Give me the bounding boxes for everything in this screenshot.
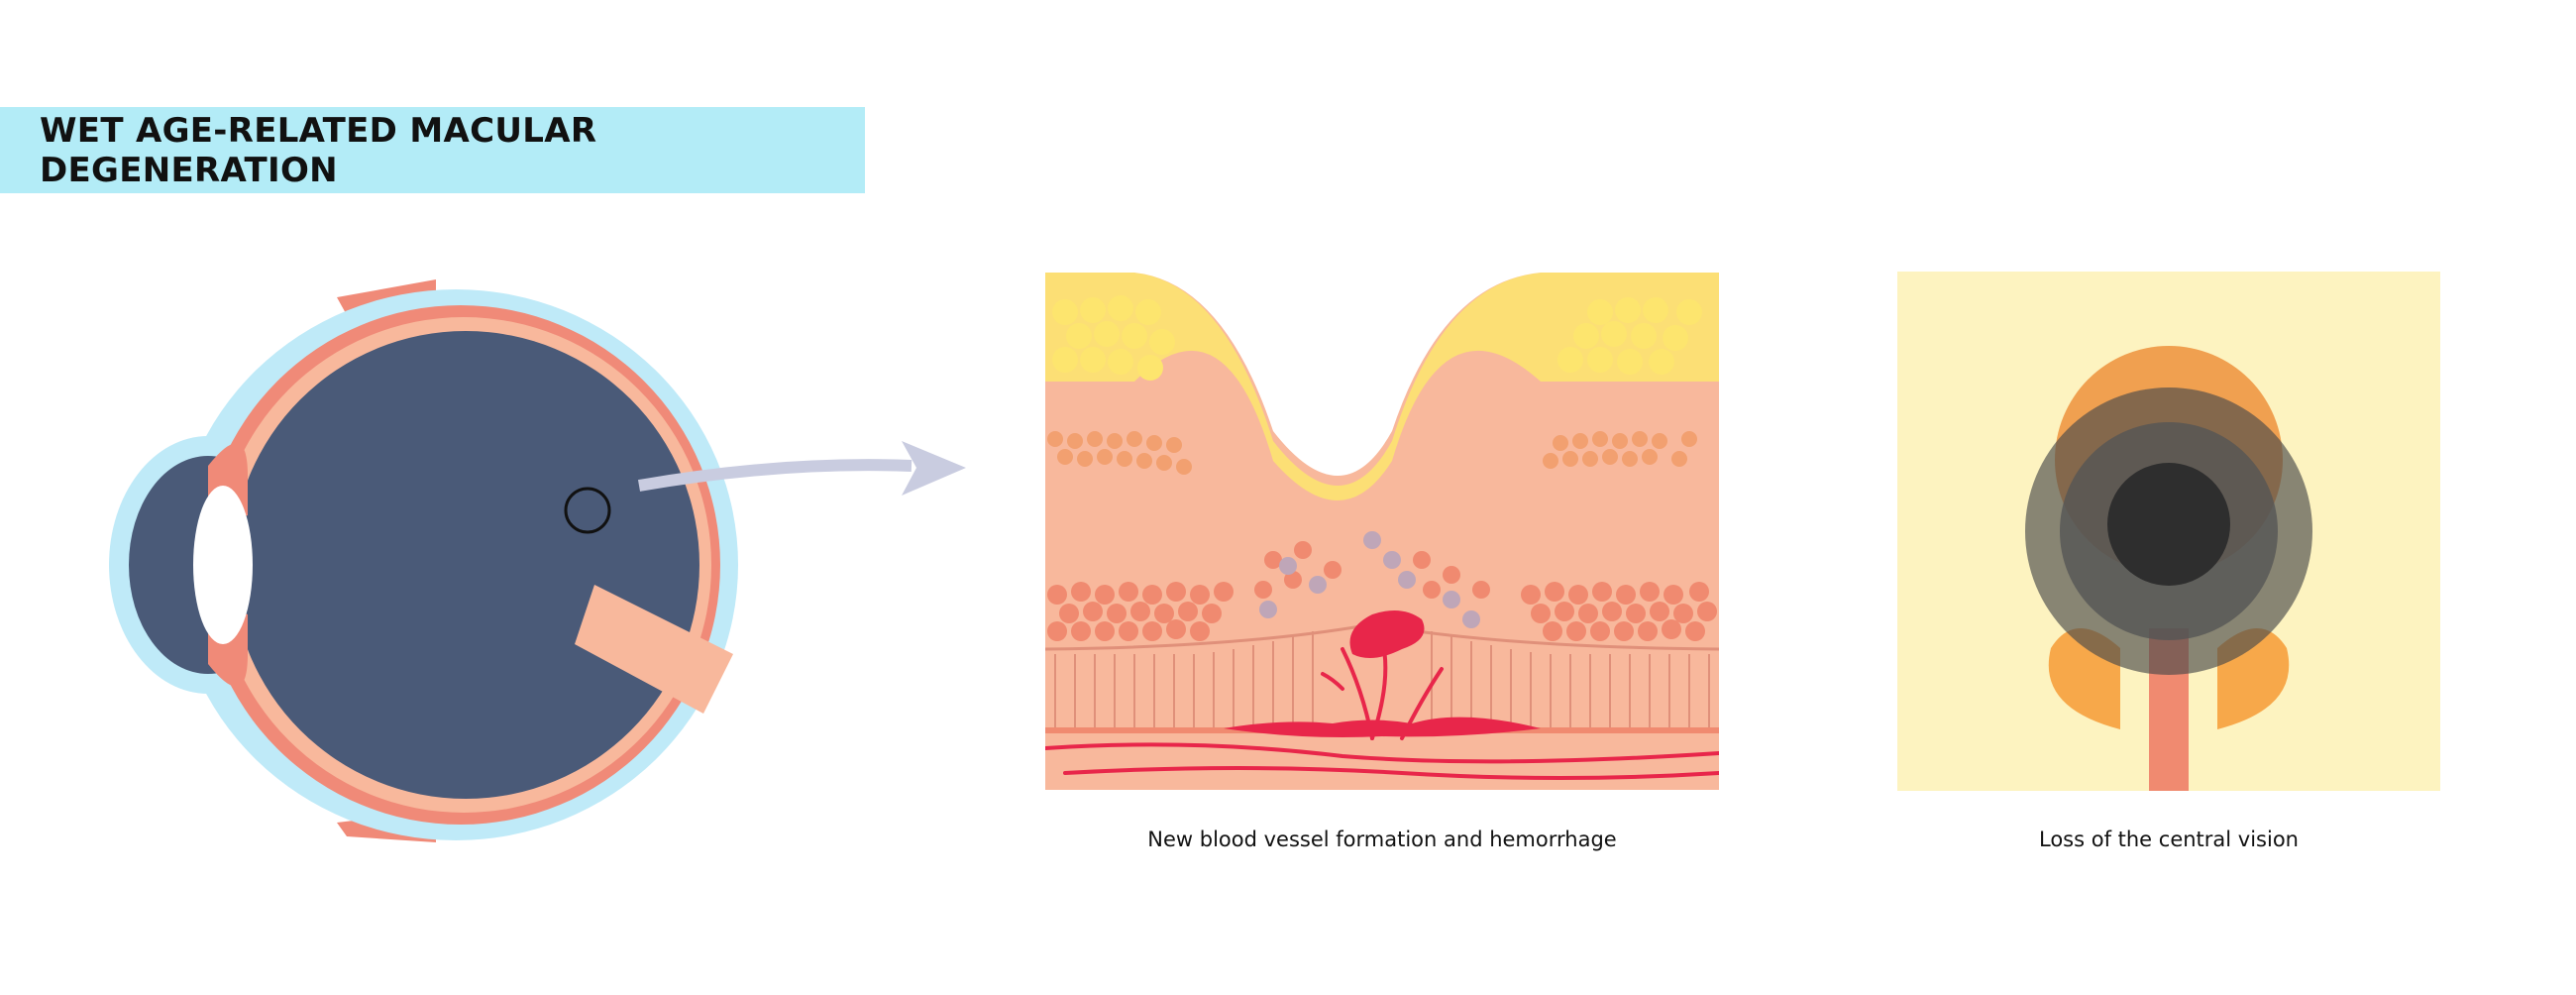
- dark-spot-inner: [2107, 463, 2230, 586]
- fat-cells-left: [1052, 295, 1175, 381]
- nuclei-left: [1047, 582, 1234, 641]
- arrow-icon: [637, 441, 966, 496]
- ganglion-cells-left: [1047, 431, 1192, 475]
- eyeball-diagram: [109, 279, 738, 842]
- title-banner: WET AGE-RELATED MACULAR DEGENERATION: [0, 107, 865, 193]
- retina-layers-diagram: [1045, 273, 1719, 790]
- fat-cells-right: [1557, 297, 1702, 375]
- lens: [193, 486, 253, 644]
- caption-retina: New blood vessel formation and hemorrhag…: [1147, 828, 1617, 851]
- vision-loss-figure: [1897, 272, 2440, 791]
- hemorrhage-1: [1224, 717, 1541, 737]
- photoreceptor-stripes: [1054, 631, 1710, 728]
- vitreous-body: [232, 331, 699, 799]
- drusen-cells: [1259, 531, 1480, 628]
- fat-layer: [1045, 273, 1719, 500]
- hemorrhage-2: [1349, 610, 1425, 658]
- nuclei-center: [1254, 541, 1490, 599]
- zoom-circle: [564, 487, 611, 534]
- nuclei-right: [1521, 582, 1717, 641]
- foveal-pit: [1134, 273, 1541, 476]
- caption-vision: Loss of the central vision: [2038, 828, 2299, 851]
- page-title: WET AGE-RELATED MACULAR DEGENERATION: [40, 110, 597, 190]
- optic-nerve: [575, 585, 733, 714]
- ganglion-cells-right: [1543, 431, 1697, 469]
